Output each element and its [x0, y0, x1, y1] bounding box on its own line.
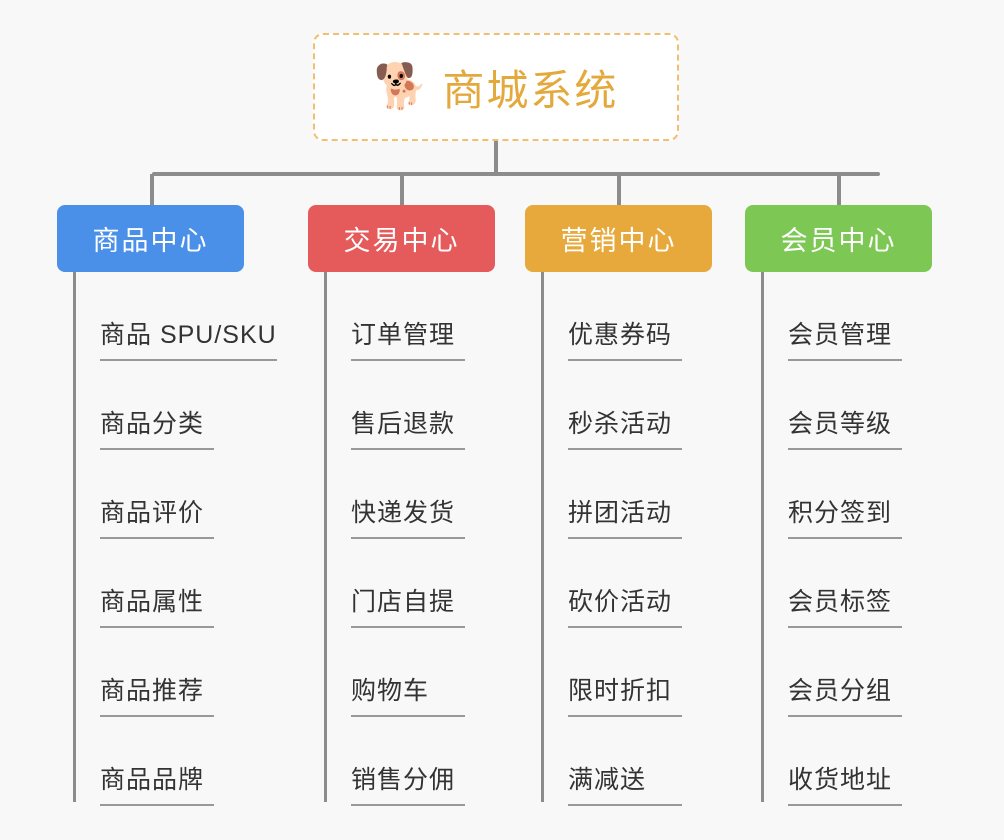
list-item[interactable]: 快递发货: [308, 450, 528, 539]
branch-marketing-center: 营销中心 优惠券码 秒杀活动 拼团活动 砍价活动 限时折扣 满减送: [525, 205, 745, 806]
list-item[interactable]: 商品品牌: [57, 717, 277, 806]
connector-root-stem: [494, 141, 498, 174]
leaf-label: 商品品牌: [100, 760, 214, 806]
list-item[interactable]: 会员等级: [745, 361, 965, 450]
category-header-marketing-center[interactable]: 营销中心: [525, 205, 712, 272]
leaf-label: 购物车: [351, 671, 465, 717]
leaf-label: 门店自提: [351, 582, 465, 628]
list-item[interactable]: 积分签到: [745, 450, 965, 539]
root-title: 商城系统: [442, 66, 619, 114]
connector-spine-product-center: [73, 272, 76, 802]
category-header-product-center[interactable]: 商品中心: [57, 205, 244, 272]
list-item[interactable]: 砍价活动: [525, 539, 745, 628]
list-item[interactable]: 拼团活动: [525, 450, 745, 539]
leaf-label: 限时折扣: [568, 671, 682, 717]
list-item[interactable]: 商品 SPU/SKU: [57, 272, 277, 361]
branch-member-center: 会员中心 会员管理 会员等级 积分签到 会员标签 会员分组 收货地址: [745, 205, 965, 806]
leaf-label: 商品分类: [100, 404, 214, 450]
leaf-label: 订单管理: [351, 315, 465, 361]
leaf-label: 商品 SPU/SKU: [100, 315, 277, 361]
connector-spine-member-center: [761, 272, 764, 802]
list-item[interactable]: 会员标签: [745, 539, 965, 628]
root-node[interactable]: 🐕 商城系统: [313, 33, 679, 141]
list-item[interactable]: 会员管理: [745, 272, 965, 361]
list-item[interactable]: 销售分佣: [308, 717, 528, 806]
connector-drop-marketing-center: [617, 174, 621, 205]
leaf-label: 拼团活动: [568, 493, 682, 539]
leaf-label: 收货地址: [788, 760, 902, 806]
list-item[interactable]: 商品推荐: [57, 628, 277, 717]
leaf-label: 商品属性: [100, 582, 214, 628]
connector-horizontal-bus: [152, 172, 880, 176]
list-item[interactable]: 限时折扣: [525, 628, 745, 717]
list-item[interactable]: 购物车: [308, 628, 528, 717]
list-item[interactable]: 商品评价: [57, 450, 277, 539]
leaf-label: 快递发货: [351, 493, 465, 539]
leaf-label: 会员等级: [788, 404, 902, 450]
connector-spine-marketing-center: [541, 272, 544, 802]
leaf-list-member-center: 会员管理 会员等级 积分签到 会员标签 会员分组 收货地址: [745, 272, 965, 806]
list-item[interactable]: 满减送: [525, 717, 745, 806]
list-item[interactable]: 门店自提: [308, 539, 528, 628]
list-item[interactable]: 商品分类: [57, 361, 277, 450]
leaf-label: 商品推荐: [100, 671, 214, 717]
connector-spine-trade-center: [324, 272, 327, 802]
category-header-trade-center[interactable]: 交易中心: [308, 205, 495, 272]
category-header-member-center[interactable]: 会员中心: [745, 205, 932, 272]
connector-drop-product-center: [150, 174, 154, 205]
branch-trade-center: 交易中心 订单管理 售后退款 快递发货 门店自提 购物车 销售分佣: [308, 205, 528, 806]
branch-product-center: 商品中心 商品 SPU/SKU 商品分类 商品评价 商品属性 商品推荐 商品品牌: [57, 205, 277, 806]
shiba-dog-emoji-icon: 🐕: [373, 62, 429, 111]
connector-drop-trade-center: [400, 174, 404, 205]
leaf-label: 销售分佣: [351, 760, 465, 806]
leaf-label: 优惠券码: [568, 315, 682, 361]
leaf-list-marketing-center: 优惠券码 秒杀活动 拼团活动 砍价活动 限时折扣 满减送: [525, 272, 745, 806]
list-item[interactable]: 会员分组: [745, 628, 965, 717]
leaf-list-product-center: 商品 SPU/SKU 商品分类 商品评价 商品属性 商品推荐 商品品牌: [57, 272, 277, 806]
list-item[interactable]: 收货地址: [745, 717, 965, 806]
list-item[interactable]: 商品属性: [57, 539, 277, 628]
leaf-label: 秒杀活动: [568, 404, 682, 450]
leaf-label: 会员标签: [788, 582, 902, 628]
leaf-label: 满减送: [568, 760, 682, 806]
leaf-label: 商品评价: [100, 493, 214, 539]
list-item[interactable]: 订单管理: [308, 272, 528, 361]
leaf-label: 会员分组: [788, 671, 902, 717]
list-item[interactable]: 售后退款: [308, 361, 528, 450]
leaf-label: 砍价活动: [568, 582, 682, 628]
leaf-list-trade-center: 订单管理 售后退款 快递发货 门店自提 购物车 销售分佣: [308, 272, 528, 806]
leaf-label: 售后退款: [351, 404, 465, 450]
leaf-label: 积分签到: [788, 493, 902, 539]
leaf-label: 会员管理: [788, 315, 902, 361]
list-item[interactable]: 优惠券码: [525, 272, 745, 361]
list-item[interactable]: 秒杀活动: [525, 361, 745, 450]
connector-drop-member-center: [837, 174, 841, 205]
